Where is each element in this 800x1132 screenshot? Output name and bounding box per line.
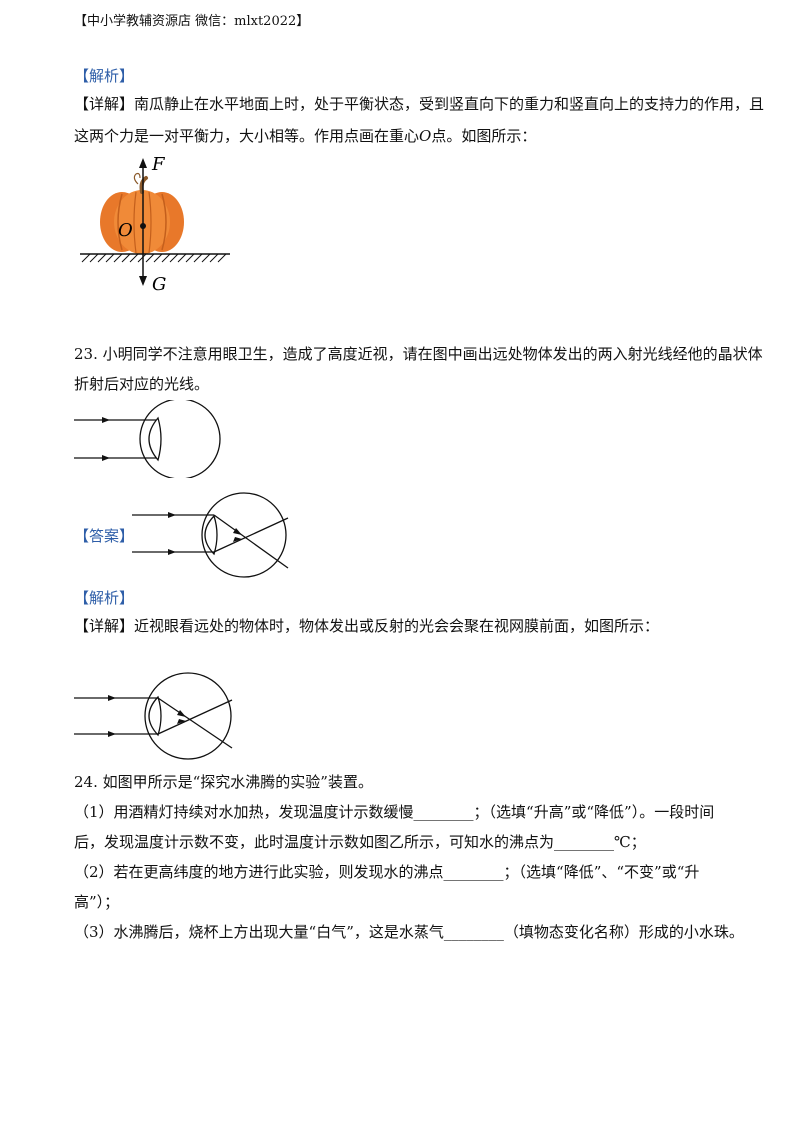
label-g: G [152, 274, 166, 295]
detail-label: 【详解】 [74, 617, 135, 635]
detail-2-line-1: 【详解】近视眼看远处的物体时，物体发出或反射的光会会聚在视网膜前面，如图所示： [74, 611, 659, 641]
detail-2-text: 近视眼看远处的物体时，物体发出或反射的光会会聚在视网膜前面，如图所示： [134, 617, 660, 635]
lens-icon [148, 416, 162, 462]
eye-diagram-answer [132, 492, 289, 578]
arrow-icon [102, 417, 110, 423]
detail-1-line-1: 【详解】南瓜静止在水平地面上时，处于平衡状态，受到竖直向下的重力和竖直向上的支持… [74, 89, 764, 119]
analysis-label-1: 【解析】 [74, 67, 135, 85]
detail-1-text-a: 这两个力是一对平衡力，大小相等。作用点画在重心 [74, 127, 420, 145]
pumpkin-force-diagram: F O G [80, 154, 230, 295]
arrow-icon [168, 512, 176, 518]
q24-line-6: （3）水沸腾后，烧杯上方出现大量“白气”，这是水蒸气________（填物态变化… [74, 923, 744, 941]
q23-line-2: 折射后对应的光线。 [74, 375, 210, 393]
ground-hatching [81, 253, 227, 263]
arrow-icon [168, 549, 176, 555]
arrow-icon [177, 710, 186, 717]
answer-label: 【答案】 [74, 527, 135, 545]
q24-line-5: 高”）； [74, 893, 120, 911]
analysis-label-2: 【解析】 [74, 589, 135, 607]
arrow-icon [108, 695, 116, 701]
q24-line-2: （1）用酒精灯持续对水加热，发现温度计示数缓慢________；（选填“升高”或… [74, 803, 715, 821]
eyeball-icon [144, 672, 232, 760]
label-f: F [151, 154, 166, 175]
center-o-letter: O [419, 127, 432, 145]
detail-1-text: 南瓜静止在水平地面上时，处于平衡状态，受到竖直向下的重力和竖直向上的支持力的作用… [134, 95, 765, 113]
q24-line-4: （2）若在更高纬度的地方进行此实验，则发现水的沸点________；（选填“降低… [74, 863, 700, 881]
eye-diagram-explanation [74, 672, 233, 760]
arrow-icon [233, 537, 242, 542]
center-of-gravity-dot [140, 223, 146, 229]
eyeball-icon [201, 492, 287, 578]
detail-1-text-b: 点。如图所示： [431, 127, 537, 145]
arrow-icon [233, 528, 242, 535]
lens-icon [204, 514, 218, 556]
gravity-force-arrowhead [139, 276, 147, 286]
page-header: 【中小学教辅资源店 微信：mlxt2022】 [74, 14, 310, 29]
q23-line-1: 23. 小明同学不注意用眼卫生，造成了高度近视，请在图中画出远处物体发出的两入射… [74, 345, 763, 363]
pumpkin-icon [100, 172, 184, 254]
arrow-icon [108, 731, 116, 737]
arrow-icon [177, 719, 186, 724]
eyeball-icon [139, 400, 221, 478]
q24-line-3: 后，发现温度计示数不变，此时温度计示数如图乙所示，可知水的沸点为________… [74, 833, 646, 851]
eye-diagram-question [74, 400, 221, 478]
arrow-icon [102, 455, 110, 461]
detail-label: 【详解】 [74, 95, 135, 113]
label-o: O [118, 220, 133, 241]
lens-icon [148, 695, 162, 737]
detail-1-line-2: 这两个力是一对平衡力，大小相等。作用点画在重心O点。如图所示： [74, 121, 536, 151]
support-force-arrowhead [139, 158, 147, 168]
q24-line-1: 24. 如图甲所示是“探究水沸腾的实验”装置。 [74, 773, 373, 791]
